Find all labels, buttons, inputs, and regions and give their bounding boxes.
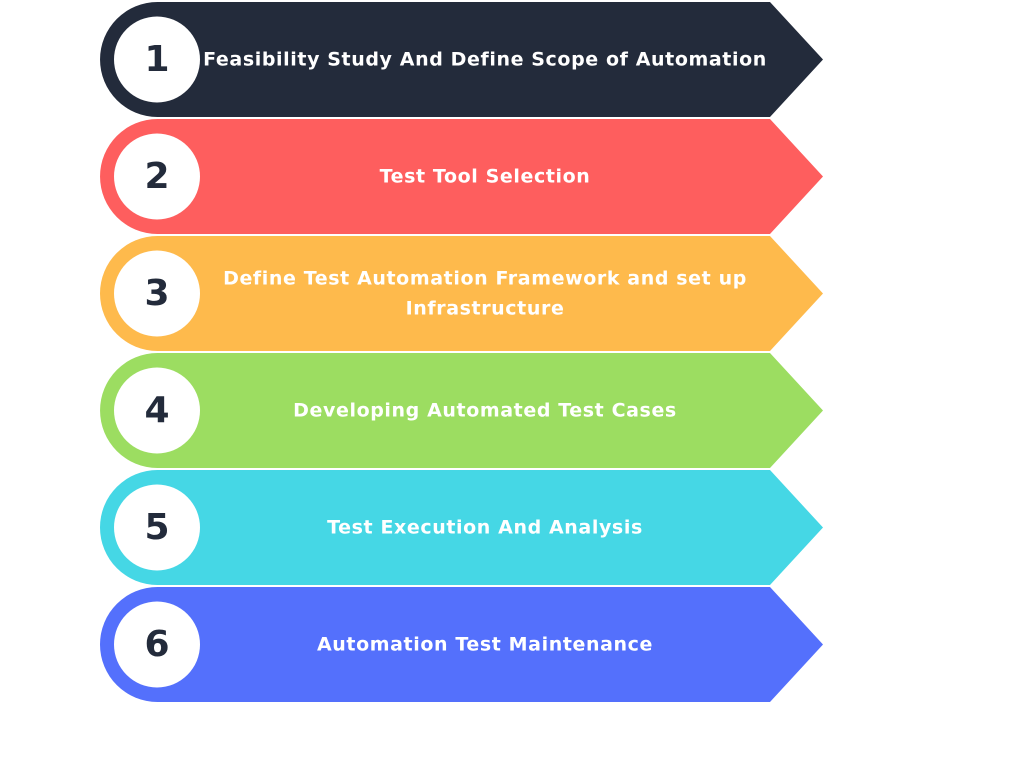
step-4-number: 4 <box>144 390 169 431</box>
step-3-label-line-1: Define Test Automation Framework and set… <box>223 268 747 290</box>
step-1-arrow-banner <box>100 2 823 117</box>
step-2-number-circle <box>114 133 200 220</box>
step-1-label: Feasibility Study And Define Scope of Au… <box>203 49 767 71</box>
step-5-label: Test Execution And Analysis <box>327 517 643 539</box>
step-5: 5 Test Execution And Analysis <box>99 470 823 585</box>
step-6: 6 Automation Test Maintenance <box>99 587 823 702</box>
step-3: 3 Define Test Automation Framework and se… <box>99 236 823 351</box>
step-5-number-circle <box>114 484 200 571</box>
step-2: 2 Test Tool Selection <box>100 119 823 234</box>
step-4-arrow-banner <box>100 353 824 468</box>
step-1: 1 Feasibility Study And Define Scope of A… <box>100 2 823 117</box>
step-1-number-circle <box>114 16 200 103</box>
step-4-label: Developing Automated Test Cases <box>293 400 677 422</box>
step-3-number: 3 <box>144 273 169 314</box>
step-6-label: Automation Test Maintenance <box>317 634 653 656</box>
step-6-number-circle <box>114 601 200 688</box>
step-6-number: 6 <box>144 624 169 665</box>
step-2-arrow-banner <box>100 119 823 234</box>
step-4-number-circle <box>114 367 200 454</box>
step-2-number: 2 <box>144 156 169 197</box>
step-3-label-line-2: Infrastructure <box>406 298 565 320</box>
step-2-label: Test Tool Selection <box>380 166 591 188</box>
step-1-number: 1 <box>144 39 169 80</box>
step-5-number: 5 <box>144 507 169 548</box>
step-5-arrow-banner <box>99 470 823 585</box>
step-3-arrow-banner <box>99 236 823 351</box>
step-3-number-circle <box>114 250 200 337</box>
step-4: 4 Developing Automated Test Cases <box>100 353 824 468</box>
step-6-arrow-banner <box>99 587 823 702</box>
